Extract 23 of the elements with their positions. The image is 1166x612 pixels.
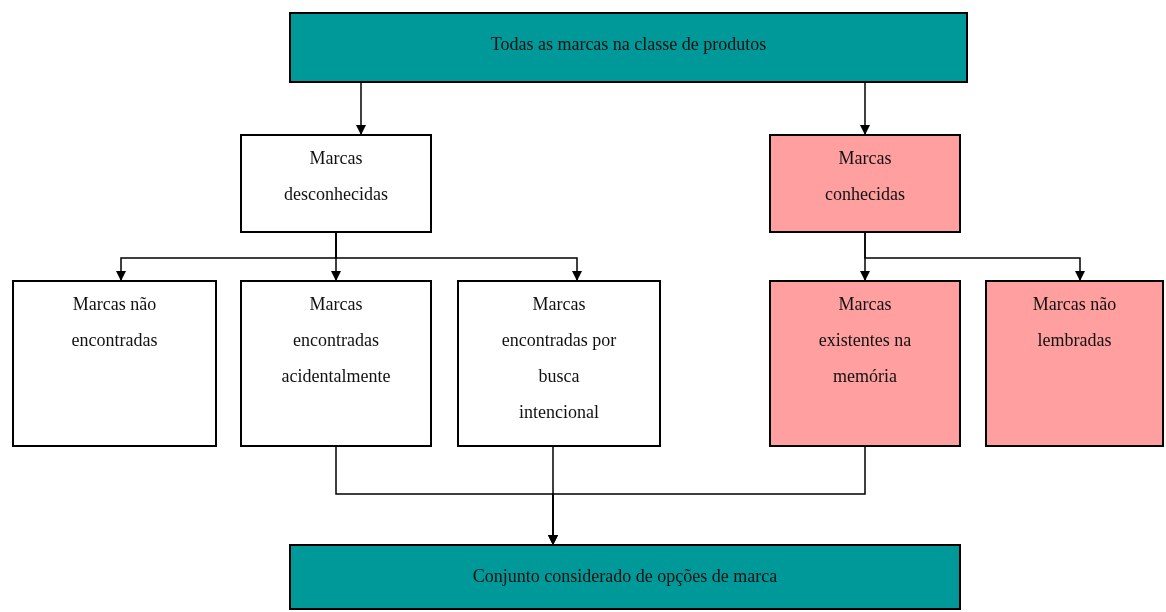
box-label: Marcas existentes na memória — [817, 293, 913, 388]
process-box — [769, 280, 961, 447]
process-box — [240, 134, 432, 233]
process-box — [457, 280, 661, 447]
process-box — [12, 280, 217, 447]
box-label: Todas as marcas na classe de produtos — [490, 33, 767, 56]
process-box — [985, 280, 1164, 447]
arrow — [548, 446, 866, 545]
header-band — [289, 12, 968, 83]
box-label: Marcas desconhecidas — [283, 147, 389, 206]
arrow — [356, 82, 366, 135]
box-label: Marcas conhecidas — [824, 147, 906, 206]
process-box — [240, 280, 432, 447]
arrow — [860, 82, 870, 135]
box-label: Marcas encontradas por busca intencional — [500, 293, 618, 424]
box-label: Marcas encontradas acidentalmente — [280, 293, 392, 388]
header-band — [289, 544, 961, 610]
box-label: Marcas não encontradas — [70, 293, 159, 352]
arrow — [864, 232, 1085, 281]
box-label: Marcas não lembradas — [1031, 293, 1118, 352]
process-box — [769, 134, 961, 233]
box-label: Conjunto considerado de opções de marca — [472, 565, 778, 588]
arrow — [335, 232, 582, 281]
